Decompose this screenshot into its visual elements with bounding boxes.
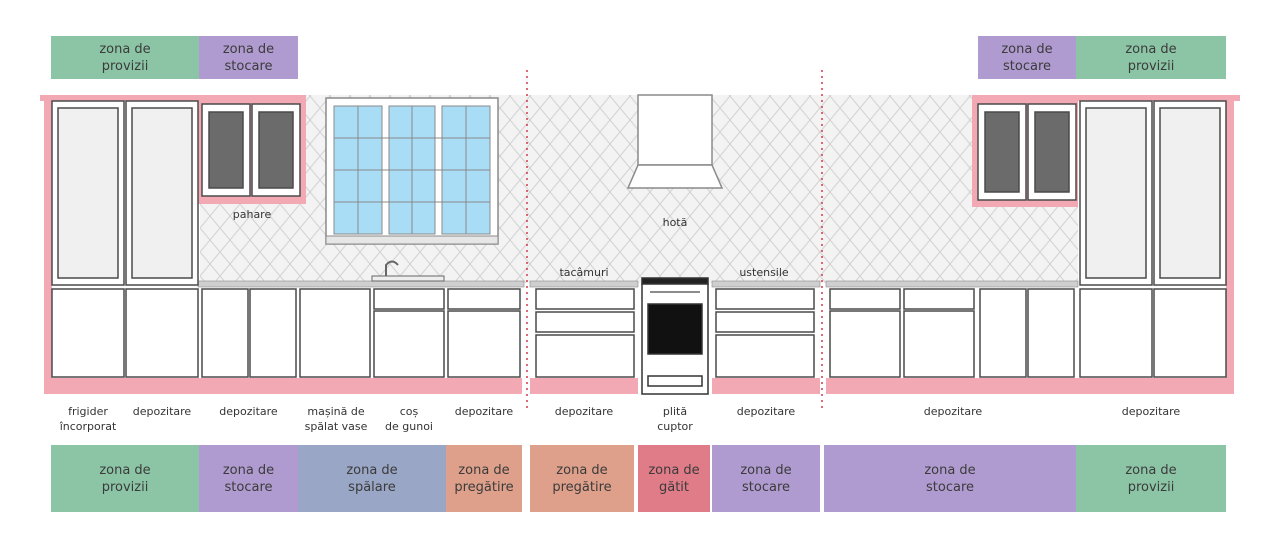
- glass-wall-cabinet-right: [977, 103, 1077, 201]
- unit-label-depozitare-7: depozitare: [1121, 405, 1181, 418]
- unit-label-depozitare-2: depozitare: [219, 405, 278, 418]
- label-hota: hotă: [663, 216, 688, 229]
- faucet: [371, 260, 445, 282]
- countertop: [197, 280, 1079, 288]
- unit-label-depozitare-4: depozitare: [554, 405, 614, 418]
- bottom-zone-provizii-right: zona de provizii: [1076, 445, 1226, 512]
- bottom-zone-stocare-2: zona de stocare: [712, 445, 820, 512]
- unit-label-depozitare-1: depozitare: [132, 405, 192, 418]
- label-tacamuri: tacâmuri: [559, 266, 608, 279]
- unit-label-masina-vase: mașină de spălat vase: [304, 405, 368, 433]
- unit-label-depozitare-3: depozitare: [454, 405, 514, 418]
- top-zone-stocare-right: zona de stocare: [978, 36, 1076, 79]
- bottom-zone-spalare: zona de spălare: [298, 445, 446, 512]
- stove-oven: [641, 277, 709, 395]
- tall-pantry-right: [1079, 100, 1227, 286]
- unit-label-plita-cuptor: plită cuptor: [657, 405, 693, 433]
- bottom-zone-stocare-1: zona de stocare: [199, 445, 298, 512]
- bottom-zone-provizii-left: zona de provizii: [51, 445, 199, 512]
- window: [325, 97, 499, 245]
- glass-wall-cabinet-left: [201, 103, 301, 197]
- bottom-zone-stocare-3: zona de stocare: [824, 445, 1076, 512]
- unit-label-frigider: frigider încorporat: [59, 405, 117, 433]
- label-ustensile: ustensile: [739, 266, 789, 279]
- unit-label-cos-gunoi: coș de gunoi: [385, 405, 433, 433]
- unit-label-depozitare-6: depozitare: [923, 405, 983, 418]
- unit-label-depozitare-5: depozitare: [736, 405, 796, 418]
- tall-pantry-left: [51, 100, 199, 286]
- top-zone-stocare-left: zona de stocare: [199, 36, 298, 79]
- top-zone-provizii-left: zona de provizii: [51, 36, 199, 79]
- top-zone-provizii-right: zona de provizii: [1076, 36, 1226, 79]
- bottom-zone-pregatire-2: zona de pregătire: [530, 445, 634, 512]
- bottom-zone-gatit: zona de gătit: [638, 445, 710, 512]
- label-pahare: pahare: [233, 208, 272, 221]
- base-cabinets: [51, 288, 1227, 378]
- bottom-zone-pregatire-1: zona de pregătire: [446, 445, 522, 512]
- hood: [626, 94, 724, 189]
